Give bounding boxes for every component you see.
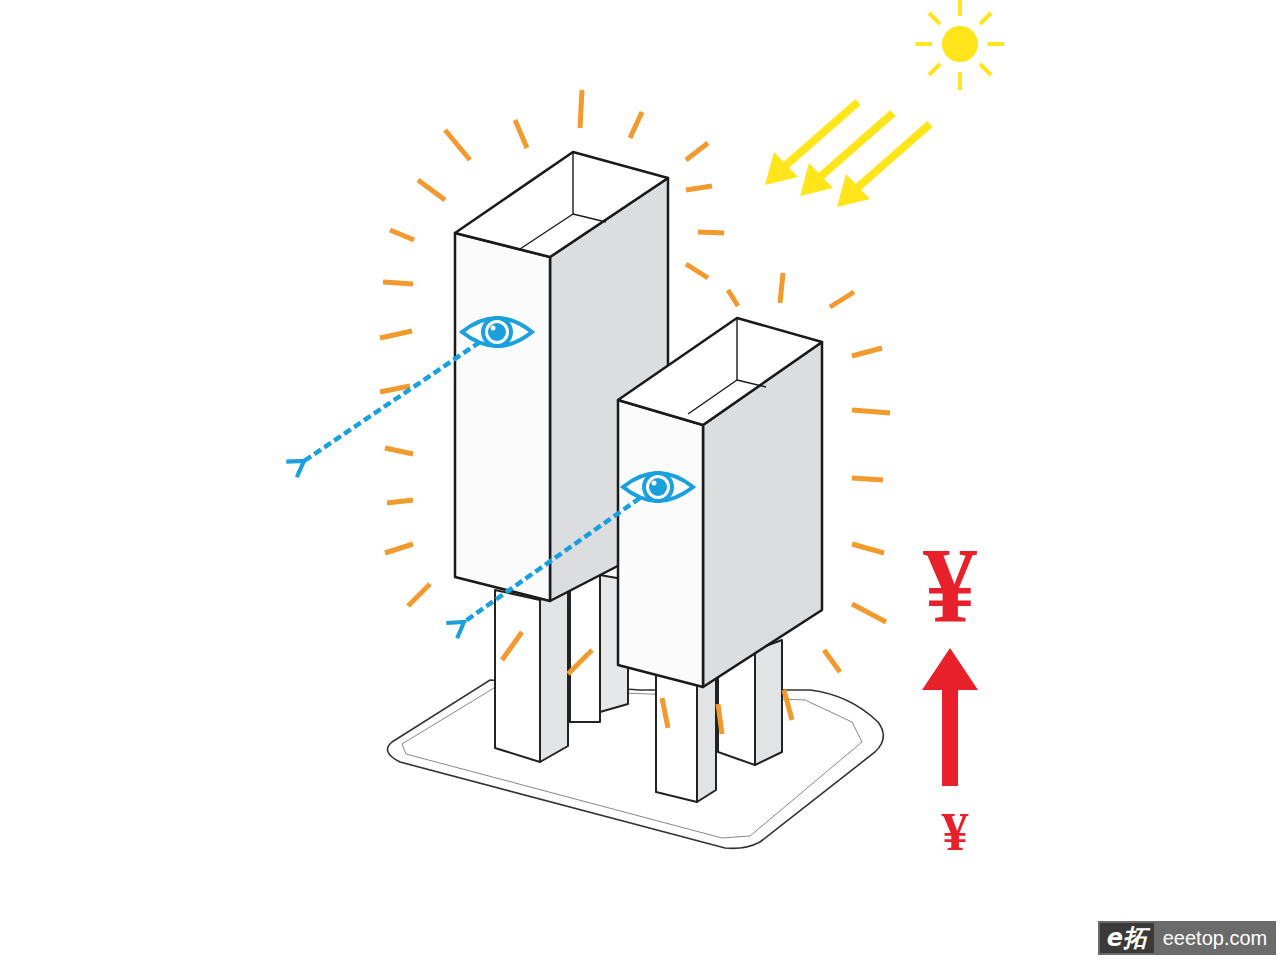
site-platform xyxy=(388,680,884,848)
eye-symbol xyxy=(462,318,532,346)
price-symbol-high: ¥ xyxy=(923,532,977,640)
view-line xyxy=(304,342,640,622)
watermark-text: eeetop.com xyxy=(1163,928,1268,948)
price-symbol-low: ¥ xyxy=(942,805,969,859)
watermark-logo: e拓 xyxy=(1107,926,1147,950)
sun-symbol xyxy=(916,0,1004,90)
eye-symbol xyxy=(623,473,693,501)
glow-rays xyxy=(380,90,890,734)
sunlight-arrow xyxy=(765,102,930,207)
watermark-ground xyxy=(1098,921,1276,955)
short-tower xyxy=(618,318,822,687)
value-arrow xyxy=(922,648,978,786)
